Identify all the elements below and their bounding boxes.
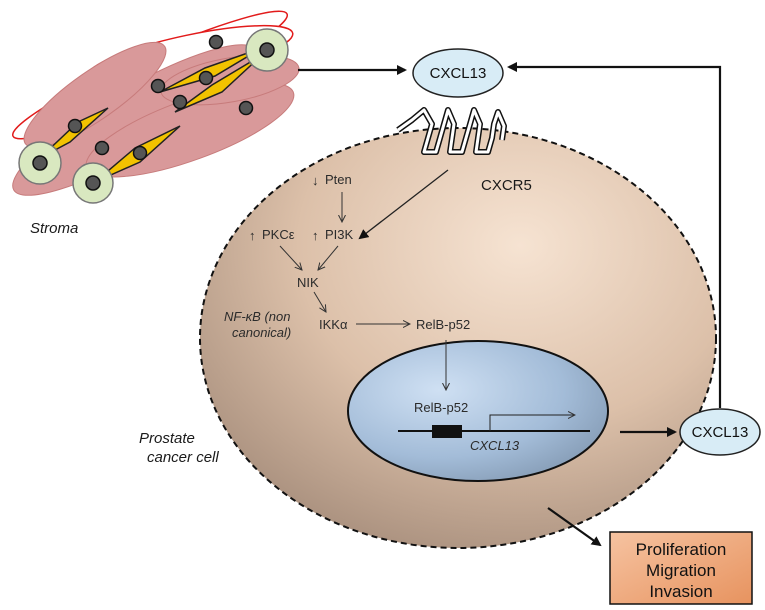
pten-down-arrow: ↓ <box>312 173 319 188</box>
outcome-proliferation: Proliferation <box>636 540 727 559</box>
stroma-nucleus <box>208 34 224 50</box>
pi3k-up-arrow: ↑ <box>312 228 319 243</box>
arrow-pkce-to-nik <box>279 245 302 270</box>
arrow-autocrine-loop <box>507 62 722 408</box>
stroma-nucleus <box>238 100 254 116</box>
relb-p52-cytoplasm-label: RelB-p52 <box>416 317 470 332</box>
nfkb-label-line1: NF-κB (non <box>224 309 290 324</box>
outcome-box <box>609 531 753 605</box>
stroma-nucleus <box>259 42 275 58</box>
stroma-smooth-muscle-cell <box>23 41 167 149</box>
cxcl13-right-label: CXCL13 <box>692 424 749 441</box>
stroma-cluster <box>11 10 300 204</box>
cxcl13-top-bubble <box>412 48 504 98</box>
promoter-box <box>432 425 462 438</box>
cxcr5-label: CXCR5 <box>481 177 532 194</box>
stroma-nucleus <box>132 145 148 161</box>
stroma-nucleus <box>67 118 83 134</box>
outcome-migration: Migration <box>646 561 716 580</box>
nik-label: NIK <box>297 275 319 290</box>
cxcl13-right-bubble <box>679 408 761 456</box>
stroma-nucleus <box>85 175 101 191</box>
arrow-cxcr5-to-pi3k <box>358 169 449 240</box>
cxcl13-top-label: CXCL13 <box>430 65 487 82</box>
pi3k-label: PI3K <box>325 227 354 242</box>
stroma-nucleus <box>32 155 48 171</box>
stroma-nucleus <box>172 94 188 110</box>
outcome-invasion: Invasion <box>649 582 712 601</box>
arrow-nik-to-ikka <box>313 291 326 312</box>
pkce-up-arrow: ↑ <box>249 228 256 243</box>
relb-p52-nucleus-label: RelB-p52 <box>414 400 468 415</box>
pkce-label: PKCε <box>262 227 295 242</box>
pten-label: Pten <box>325 172 352 187</box>
cell-label-line1: Prostate <box>139 430 195 447</box>
ikka-label: IKKα <box>319 317 348 332</box>
stroma-label: Stroma <box>30 220 78 237</box>
cxcr5-receptor-inner <box>397 108 506 154</box>
arrow-to-outcomes <box>547 507 602 547</box>
stroma-nucleus <box>94 140 110 156</box>
gene-label: CXCL13 <box>470 438 520 453</box>
nfkb-label-line2: canonical) <box>232 325 291 340</box>
nucleus <box>347 340 609 482</box>
arrow-pi3k-to-nik <box>318 245 339 270</box>
stroma-nucleus <box>198 70 214 86</box>
cell-label-line2: cancer cell <box>147 449 219 466</box>
stroma-nucleus <box>150 78 166 94</box>
transcription-start-arrow <box>489 415 575 431</box>
